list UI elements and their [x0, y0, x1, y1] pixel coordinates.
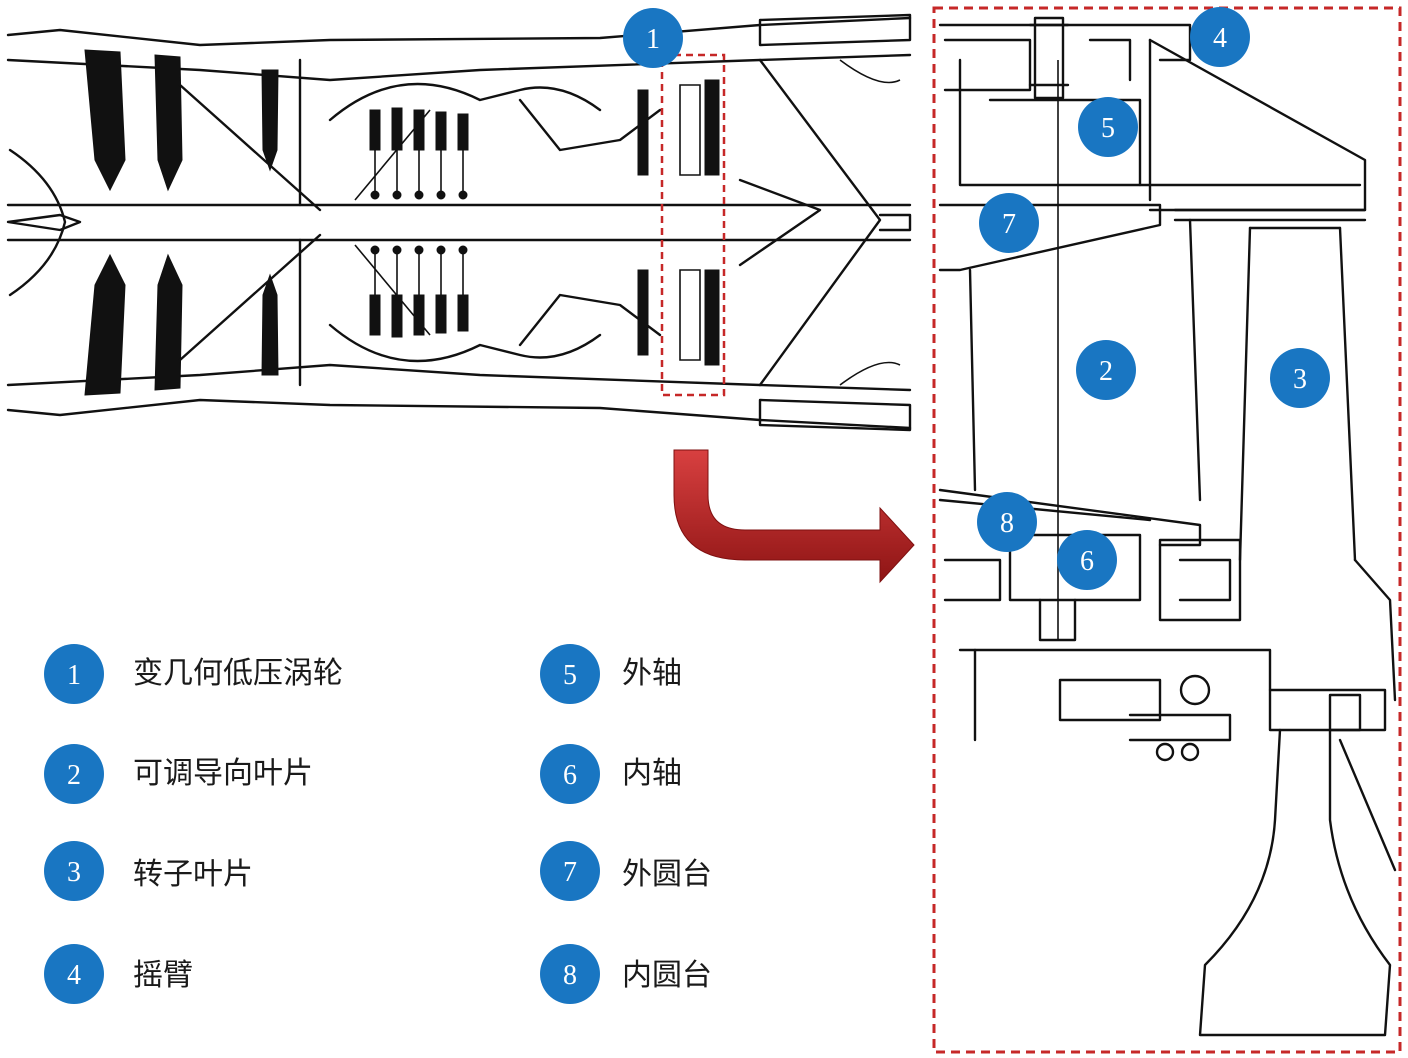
- callout-marker-2: 2: [1076, 340, 1136, 400]
- callout-marker-6: 6: [1057, 530, 1117, 590]
- callout-number: 6: [1080, 546, 1094, 577]
- legend-label: 可调导向叶片: [133, 756, 313, 791]
- legend-item-5: 5 外轴: [540, 644, 682, 704]
- legend-item-2: 2 可调导向叶片: [44, 744, 313, 804]
- legend-label: 内轴: [622, 756, 682, 791]
- legend-number: 8: [563, 960, 577, 991]
- callout-marker-3: 3: [1270, 348, 1330, 408]
- legend-item-6: 6 内轴: [540, 744, 682, 804]
- legend-number: 2: [67, 760, 81, 791]
- legend-number: 7: [563, 857, 577, 888]
- legend-item-3: 3 转子叶片: [44, 841, 253, 901]
- callout-marker-4: 4: [1190, 7, 1250, 67]
- legend-label: 摇臂: [133, 958, 193, 993]
- legend-label: 内圆台: [622, 958, 712, 993]
- zoom-source-box: [660, 53, 726, 397]
- zoom-detail-frame: [932, 6, 1402, 1054]
- legend-item-8: 8 内圆台: [540, 944, 712, 1004]
- legend-label: 变几何低压涡轮: [133, 656, 343, 691]
- compressor-stages: [369, 107, 469, 338]
- callout-number: 1: [646, 24, 660, 55]
- callout-number: 5: [1101, 113, 1115, 144]
- legend-label: 外轴: [622, 656, 682, 691]
- legend-item-7: 7 外圆台: [540, 841, 712, 901]
- callout-marker-5: 5: [1078, 97, 1138, 157]
- legend: 1 变几何低压涡轮 2 可调导向叶片 3 转子叶片 4 摇臂 5 外轴 6 内轴: [44, 644, 712, 1004]
- callout-marker-7: 7: [979, 193, 1039, 253]
- legend-item-1: 1 变几何低压涡轮: [44, 644, 343, 704]
- legend-number: 1: [67, 660, 81, 691]
- callout-marker-8: 8: [977, 492, 1037, 552]
- callout-number: 4: [1213, 23, 1227, 54]
- legend-label: 转子叶片: [133, 857, 253, 892]
- callout-number: 8: [1000, 508, 1014, 539]
- legend-number: 6: [563, 760, 577, 791]
- legend-number: 3: [67, 857, 81, 888]
- curved-arrow-right-icon: [673, 449, 915, 584]
- engine-cross-section-drawing: [6, 13, 912, 432]
- callout-number: 2: [1099, 356, 1113, 387]
- detail-view-drawing: [938, 16, 1397, 1037]
- legend-number: 5: [563, 660, 577, 691]
- legend-label: 外圆台: [622, 857, 712, 892]
- callout-number: 3: [1293, 364, 1307, 395]
- legend-item-4: 4 摇臂: [44, 944, 193, 1004]
- callout-number: 7: [1002, 209, 1016, 240]
- callout-marker-1: 1: [623, 8, 683, 68]
- legend-number: 4: [67, 960, 81, 991]
